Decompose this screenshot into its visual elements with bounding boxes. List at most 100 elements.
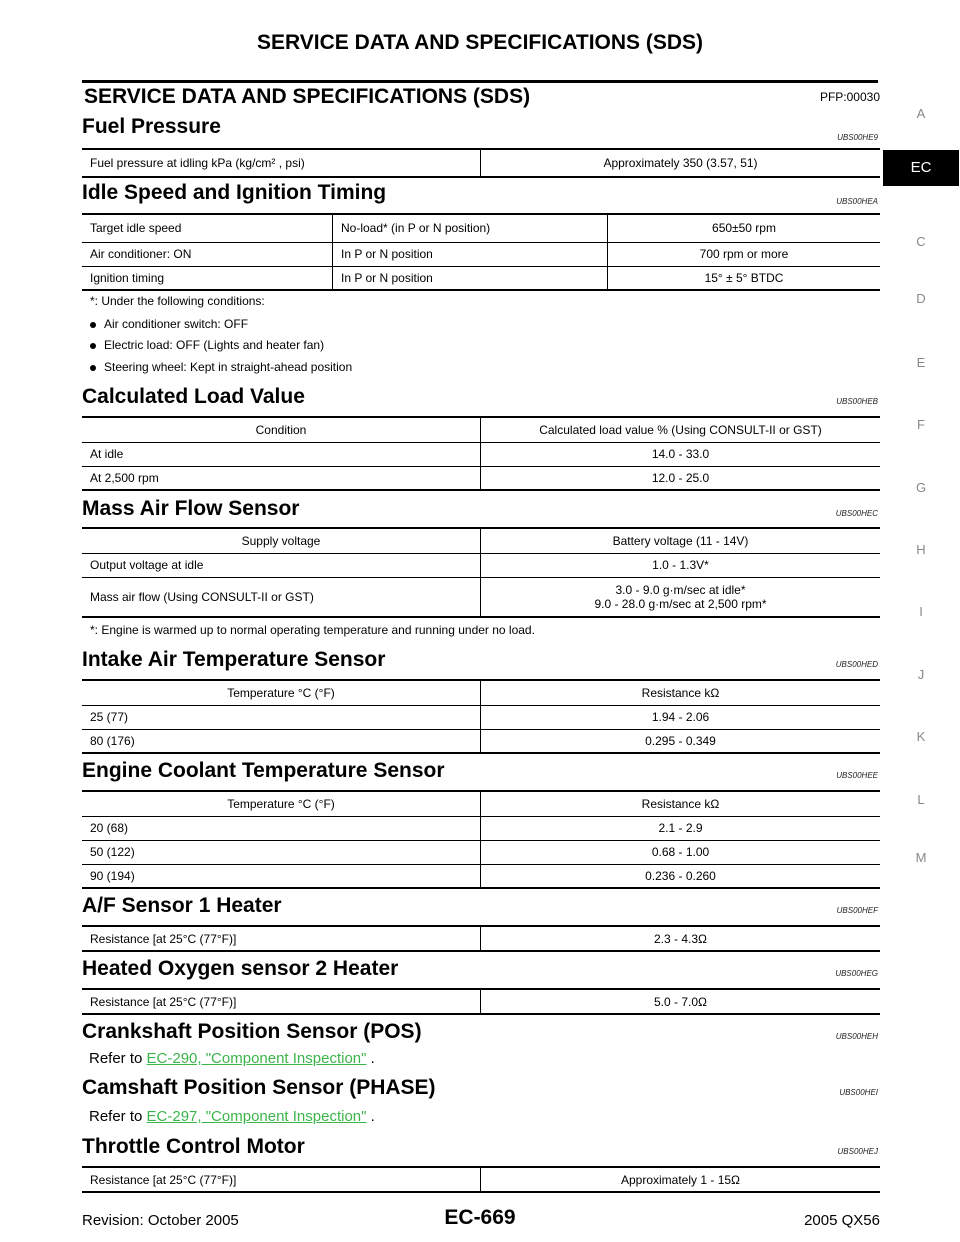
table-cell: 700 rpm or more xyxy=(607,242,880,267)
table-header: Resistance kΩ xyxy=(480,790,880,817)
table-cell: Output voltage at idle xyxy=(82,553,481,578)
section-code: UBS00HEI xyxy=(839,1088,878,1097)
table-row: Resistance [at 25°C (77°F)] 5.0 - 7.0Ω xyxy=(82,988,880,1015)
iat-table: Temperature °C (°F) Resistance kΩ 25 (77… xyxy=(82,679,880,754)
tab-k[interactable]: K xyxy=(916,729,926,744)
section-code: UBS00HEG xyxy=(835,969,878,978)
table-cell: Air conditioner: ON xyxy=(82,242,333,267)
table-cell: In P or N position xyxy=(332,242,608,267)
tab-i[interactable]: I xyxy=(919,604,923,619)
tab-d[interactable]: D xyxy=(916,291,926,306)
table-row: 90 (194) 0.236 - 0.260 xyxy=(82,864,880,889)
table-row: 50 (122) 0.68 - 1.00 xyxy=(82,840,880,865)
table-cell: 15° ± 5° BTDC xyxy=(607,266,880,291)
table-row: Ignition timing In P or N position 15° ±… xyxy=(82,266,880,291)
table-cell: Mass air flow (Using CONSULT-II or GST) xyxy=(82,577,481,618)
ho2-heater-table: Resistance [at 25°C (77°F)] 5.0 - 7.0Ω xyxy=(82,988,880,1015)
list-item: Electric load: OFF (Lights and heater fa… xyxy=(90,338,324,352)
table-cell: 80 (176) xyxy=(82,729,481,754)
section-code: UBS00HEA xyxy=(836,197,878,206)
section-title-af-heater: A/F Sensor 1 Heater xyxy=(82,894,282,917)
tab-g[interactable]: G xyxy=(915,480,927,495)
table-cell: At 2,500 rpm xyxy=(82,466,481,491)
cmp-reference-link[interactable]: EC-297, "Component Inspection" xyxy=(146,1108,367,1125)
table-cell: Fuel pressure at idling kPa (kg/cm² , ps… xyxy=(82,148,481,178)
table-cell: Ignition timing xyxy=(82,266,333,291)
table-row: Temperature °C (°F) Resistance kΩ xyxy=(82,679,880,706)
tab-h[interactable]: H xyxy=(916,542,926,557)
table-cell: 90 (194) xyxy=(82,864,481,889)
bullet-icon xyxy=(90,321,96,328)
table-cell: Resistance [at 25°C (77°F)] xyxy=(82,1166,481,1193)
section-title-iat: Intake Air Temperature Sensor xyxy=(82,648,386,671)
table-row: Supply voltage Battery voltage (11 - 14V… xyxy=(82,527,880,554)
tab-j[interactable]: J xyxy=(917,667,925,682)
idle-footnote: *: Under the following conditions: xyxy=(90,294,265,308)
table-row: 20 (68) 2.1 - 2.9 xyxy=(82,816,880,841)
table-header: Temperature °C (°F) xyxy=(82,790,481,817)
section-title-throttle-motor: Throttle Control Motor xyxy=(82,1135,305,1158)
footer-revision: Revision: October 2005 xyxy=(82,1212,239,1229)
table-cell: 0.236 - 0.260 xyxy=(480,864,880,889)
pfp-code: PFP:00030 xyxy=(819,90,880,104)
tab-a[interactable]: A xyxy=(916,106,926,121)
bullet-icon xyxy=(90,342,96,349)
footer-model: 2005 QX56 xyxy=(804,1212,880,1229)
section-code: UBS00HEF xyxy=(836,906,878,915)
tab-c[interactable]: C xyxy=(916,234,926,249)
tab-ec[interactable]: EC xyxy=(883,150,959,186)
table-cell: Resistance [at 25°C (77°F)] xyxy=(82,925,481,952)
fuel-pressure-table: Fuel pressure at idling kPa (kg/cm² , ps… xyxy=(82,148,880,178)
maf-footnote: *: Engine is warmed up to normal operati… xyxy=(90,623,535,637)
table-cell: 5.0 - 7.0Ω xyxy=(480,988,880,1015)
throttle-motor-table: Resistance [at 25°C (77°F)] Approximatel… xyxy=(82,1166,880,1193)
main-title: SERVICE DATA AND SPECIFICATIONS (SDS) xyxy=(84,85,531,108)
table-cell: 650±50 rpm xyxy=(607,213,880,243)
table-cell: No-load* (in P or N position) xyxy=(332,213,608,243)
header-rule xyxy=(82,80,878,83)
section-title-idle-speed: Idle Speed and Ignition Timing xyxy=(82,181,387,204)
table-row: Target idle speed No-load* (in P or N po… xyxy=(82,213,880,243)
table-row: Resistance [at 25°C (77°F)] 2.3 - 4.3Ω xyxy=(82,925,880,952)
page-header: SERVICE DATA AND SPECIFICATIONS (SDS) xyxy=(256,31,704,54)
list-item: Steering wheel: Kept in straight-ahead p… xyxy=(90,360,352,374)
tab-m[interactable]: M xyxy=(915,850,927,865)
table-cell: 2.3 - 4.3Ω xyxy=(480,925,880,952)
ect-table: Temperature °C (°F) Resistance kΩ 20 (68… xyxy=(82,790,880,889)
table-cell: 12.0 - 25.0 xyxy=(480,466,880,491)
table-header: Temperature °C (°F) xyxy=(82,679,481,706)
section-title-calculated-load: Calculated Load Value xyxy=(82,385,305,408)
table-cell: 14.0 - 33.0 xyxy=(480,442,880,467)
table-header: Battery voltage (11 - 14V) xyxy=(480,527,880,554)
ckp-reference-link[interactable]: EC-290, "Component Inspection" xyxy=(146,1050,367,1067)
table-cell: 0.295 - 0.349 xyxy=(480,729,880,754)
section-code: UBS00HEB xyxy=(836,397,878,406)
table-row: Temperature °C (°F) Resistance kΩ xyxy=(82,790,880,817)
section-title-maf: Mass Air Flow Sensor xyxy=(82,497,300,520)
bullet-icon xyxy=(90,364,96,371)
list-item: Air conditioner switch: OFF xyxy=(90,317,248,331)
section-code: UBS00HEC xyxy=(835,509,878,518)
table-cell: Resistance [at 25°C (77°F)] xyxy=(82,988,481,1015)
af-heater-table: Resistance [at 25°C (77°F)] 2.3 - 4.3Ω xyxy=(82,925,880,952)
section-title-fuel-pressure: Fuel Pressure xyxy=(82,115,221,138)
table-row: Output voltage at idle 1.0 - 1.3V* xyxy=(82,553,880,578)
table-row: Resistance [at 25°C (77°F)] Approximatel… xyxy=(82,1166,880,1193)
table-cell: 25 (77) xyxy=(82,705,481,730)
tab-l[interactable]: L xyxy=(917,792,925,807)
table-row: Fuel pressure at idling kPa (kg/cm² , ps… xyxy=(82,148,880,178)
table-cell: 20 (68) xyxy=(82,816,481,841)
table-header: Calculated load value % (Using CONSULT-I… xyxy=(480,416,880,443)
idle-speed-table: Target idle speed No-load* (in P or N po… xyxy=(82,213,880,291)
tab-e[interactable]: E xyxy=(916,355,926,370)
table-header: Resistance kΩ xyxy=(480,679,880,706)
table-cell: 50 (122) xyxy=(82,840,481,865)
table-header: Supply voltage xyxy=(82,527,481,554)
section-title-cmp: Camshaft Position Sensor (PHASE) xyxy=(82,1076,436,1099)
tab-f[interactable]: F xyxy=(917,417,925,432)
section-code: UBS00HEJ xyxy=(837,1147,878,1156)
table-row: At 2,500 rpm 12.0 - 25.0 xyxy=(82,466,880,491)
footer-page-number: EC-669 xyxy=(444,1206,516,1229)
section-title-ect: Engine Coolant Temperature Sensor xyxy=(82,759,445,782)
table-row: Condition Calculated load value % (Using… xyxy=(82,416,880,443)
